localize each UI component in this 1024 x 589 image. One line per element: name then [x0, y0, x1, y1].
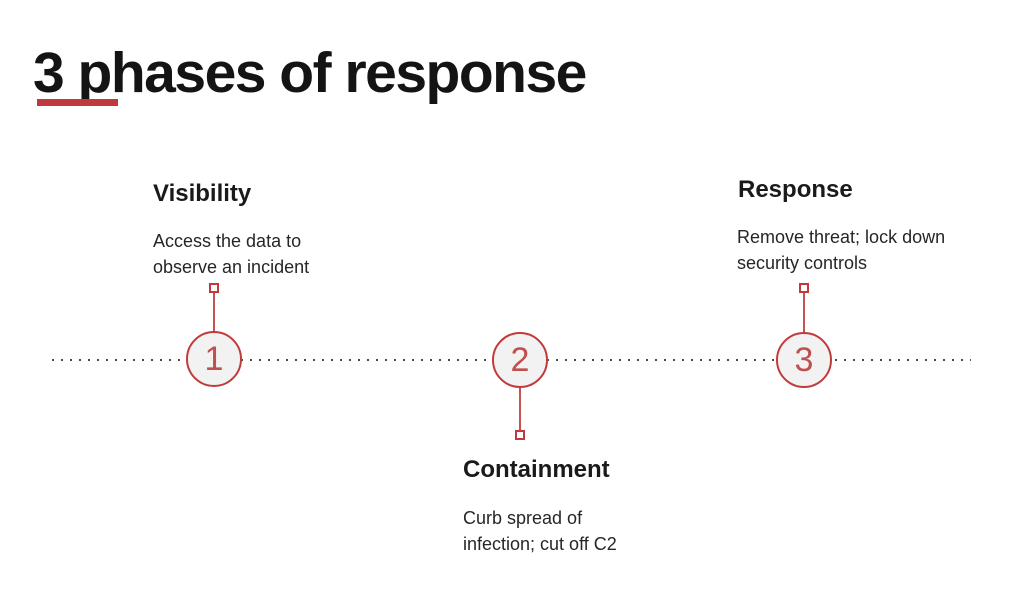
pin-stem-connector: [803, 293, 805, 333]
phase-2-number: 2: [510, 341, 530, 379]
pin-marker-icon: [209, 283, 219, 293]
phase-1-number: 1: [204, 340, 224, 378]
phase-3-heading: Response: [738, 176, 853, 203]
pin-stem-connector: [519, 388, 521, 430]
pin-stem-connector: [213, 293, 215, 333]
phase-1-heading: Visibility: [153, 180, 252, 207]
pin-marker-icon: [515, 430, 525, 440]
phase-3-circle: 3: [776, 332, 832, 388]
phase-1-circle: 1: [186, 331, 242, 387]
phase-1-description: Access the data to observe an incident: [153, 231, 310, 277]
title-accent-underline: [37, 99, 118, 106]
phase-3-number: 3: [794, 341, 814, 379]
pin-marker-icon: [799, 283, 809, 293]
phase-2-description: Curb spread of infection; cut off C2: [463, 508, 617, 554]
page-title: 3 phases of response: [33, 41, 587, 106]
phase-2-heading: Containment: [463, 456, 610, 483]
phase-3-description: Remove threat; lock down security contro…: [737, 227, 946, 273]
phase-2-circle: 2: [492, 332, 548, 388]
